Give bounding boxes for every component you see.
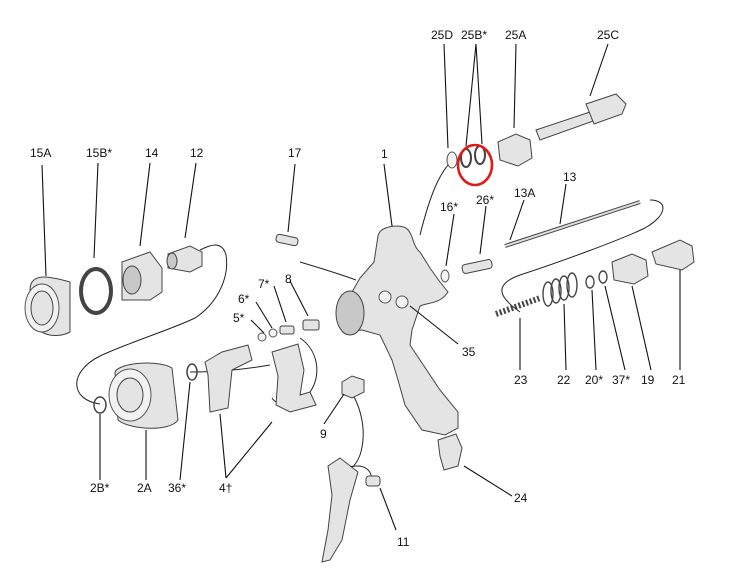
label-12: 12 <box>190 146 204 160</box>
part-1-gun-body <box>335 225 459 436</box>
label-20: 20* <box>585 373 603 387</box>
part-37-ring <box>598 270 608 284</box>
label-14: 14 <box>145 146 159 160</box>
part-9-nut <box>341 375 365 399</box>
label-15b: 15B* <box>86 146 112 160</box>
label-13a: 13A <box>514 186 535 200</box>
part-12-fluid-nozzle <box>166 245 203 273</box>
part-2a-front-housing <box>108 362 179 429</box>
assembly-lines <box>76 157 664 483</box>
label-9: 9 <box>320 427 327 441</box>
label-23: 23 <box>514 373 528 387</box>
part-23-brush <box>494 295 542 317</box>
part-17-screw <box>275 233 299 247</box>
part-11-trigger <box>321 457 381 563</box>
part-2b-o-ring <box>93 396 107 414</box>
part-4-manifold <box>204 343 317 413</box>
part-15a-retaining-ring <box>24 276 71 336</box>
label-25b: 25B* <box>461 28 487 42</box>
label-25c: 25C <box>597 28 619 42</box>
label-1: 1 <box>381 147 388 161</box>
label-22: 22 <box>557 373 571 387</box>
label-15a: 15A <box>30 146 51 160</box>
label-13: 13 <box>563 170 577 184</box>
label-7: 7* <box>258 277 270 291</box>
label-19: 19 <box>641 373 655 387</box>
label-35: 35 <box>462 345 476 359</box>
label-26: 26* <box>476 193 494 207</box>
part-24-air-fitting <box>437 433 463 471</box>
leader-lines <box>41 43 681 531</box>
part-21-knob <box>651 239 695 271</box>
part-22-spring <box>542 272 578 307</box>
label-5: 5* <box>233 311 245 325</box>
label-21: 21 <box>672 373 686 387</box>
label-37: 37* <box>612 373 630 387</box>
label-11: 11 <box>397 535 410 549</box>
part-14-air-cap <box>121 251 163 301</box>
label-4: 4† <box>219 481 232 495</box>
part-26-stud <box>461 259 493 274</box>
part-20-ring <box>585 275 595 289</box>
part-36-o-ring <box>186 363 198 381</box>
label-6: 6* <box>238 292 250 306</box>
part-16-washer <box>440 269 450 283</box>
part-small-seals <box>257 319 320 342</box>
part-25-valve-assembly <box>446 93 627 169</box>
label-16: 16* <box>440 200 458 214</box>
highlight-circle <box>456 143 494 187</box>
part-19-cap <box>611 253 649 285</box>
label-24: 24 <box>514 491 528 505</box>
label-25a: 25A <box>505 28 526 42</box>
label-36: 36* <box>168 481 186 495</box>
label-8: 8 <box>285 272 292 286</box>
part-13-needle <box>504 200 641 248</box>
label-17: 17 <box>288 146 302 160</box>
part-15b-seal-ring <box>79 267 113 315</box>
callout-labels: 1 2A 2B* 4† 5* 6* 7* 8 9 11 12 13 13A 14… <box>30 28 686 549</box>
label-2a: 2A <box>137 481 152 495</box>
label-2b: 2B* <box>90 481 110 495</box>
label-25d: 25D <box>431 28 453 42</box>
